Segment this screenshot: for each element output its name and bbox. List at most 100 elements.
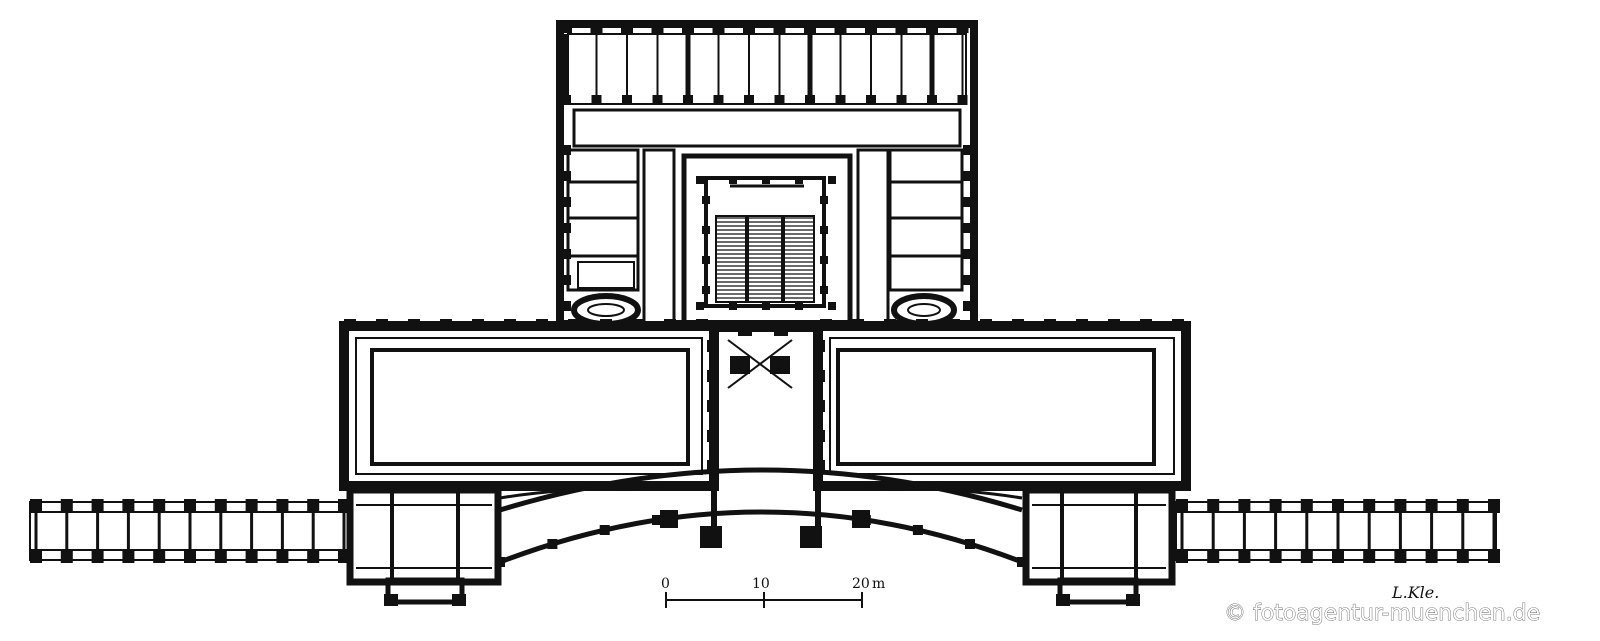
arcade-pier [1238,499,1251,513]
hall-pier [948,319,960,329]
wall-pier [561,171,571,181]
arcade-pier [1269,499,1282,513]
arcade-pier [1176,499,1188,513]
north-wing [556,20,978,328]
east-hall-piers [815,319,1191,472]
hall-pier [376,319,388,329]
court-pier [820,226,828,234]
wall-pier [561,145,571,155]
court-pier [828,302,836,310]
arcade-pier [276,499,289,513]
hall-pier [1181,400,1191,412]
arcade-pier [214,549,227,563]
arcade-pier [1269,549,1282,563]
arcade-pier [122,549,135,563]
arcade-pier [338,499,350,513]
west-corridor [642,148,676,328]
court-pier [820,256,828,264]
arcade-pier [1207,499,1220,513]
court-pier [762,302,770,310]
wall-pier [621,23,633,33]
north-corridor [572,108,962,148]
wall-pier [560,23,572,33]
court-pier [702,196,710,204]
hall-pier [815,460,825,472]
hall-pier [1012,319,1024,329]
watermark: © fotoagentur-muenchen.de [1224,601,1540,626]
wall-pier [773,23,786,33]
wall-pier [561,275,571,285]
hall-pier [707,400,717,412]
arcade-pier [1425,549,1438,563]
court-pier [729,302,737,310]
hall-pier [664,319,676,329]
arcade-pier [1488,549,1500,563]
west-hall-interior [370,348,690,466]
wall-pier [712,23,725,33]
arcade-pier [1176,549,1188,563]
hall-pier [600,319,612,329]
arcade-pier [245,499,258,513]
hall-pier [820,319,832,329]
wall-pier [651,23,664,33]
court-pier [820,196,828,204]
scale-tick-20: 20 [852,576,870,592]
arcade-pier [60,499,73,513]
east-hall-interior [836,348,1156,466]
grand-staircase [715,184,815,303]
hall-pier [852,319,864,329]
colonnade-pier [1017,557,1027,567]
hall-pier [632,319,644,329]
hall-pier [440,319,452,329]
colonnade-piers [495,515,1027,567]
east-arcade [1175,499,1500,563]
arcade-pier [307,499,320,513]
hall-pier [339,400,349,412]
arcade-pier [1488,499,1500,513]
scale-unit: m [872,576,885,592]
arcade-pier [276,549,289,563]
court-pier [795,302,803,310]
court-pier [828,176,836,184]
east-hall [813,319,1191,491]
north-row-piers [560,23,973,311]
wall-pier [963,249,973,259]
west-hall [339,319,719,491]
arcade-pier [1300,499,1313,513]
arcade-pier [338,549,350,563]
court-piers [696,176,836,310]
arcade-pier [122,499,135,513]
arcade-pier [153,549,166,563]
court-pier [820,286,828,294]
architect-signature: L.Kle. [1391,583,1439,602]
arcade-pier [245,549,258,563]
hall-pier [408,319,420,329]
hall-pier [980,319,992,329]
colonnade-pier [652,515,663,525]
arcade-pier [1332,499,1344,513]
hall-pier [339,460,349,472]
hall-pier [339,370,349,382]
hall-pier [1181,370,1191,382]
hall-pier [916,319,928,329]
arcade-pier [1394,499,1407,513]
hall-pier [344,319,356,329]
arcade-pier [30,549,42,563]
court-pier [729,176,737,184]
hall-pier [815,430,825,442]
court-pier [696,176,704,184]
arcade-pier [60,549,73,563]
hall-pier [568,319,580,329]
court-pier [702,226,710,234]
west-side-rooms [566,148,640,292]
colonnade-pier [860,515,871,525]
hall-pier [707,460,717,472]
hall-pier [536,319,548,329]
west-arcade [29,499,350,563]
wall-pier [834,23,847,33]
wall-pier [804,23,816,33]
wall-pier [963,171,973,181]
hall-pier [696,319,708,329]
hall-pier [339,430,349,442]
